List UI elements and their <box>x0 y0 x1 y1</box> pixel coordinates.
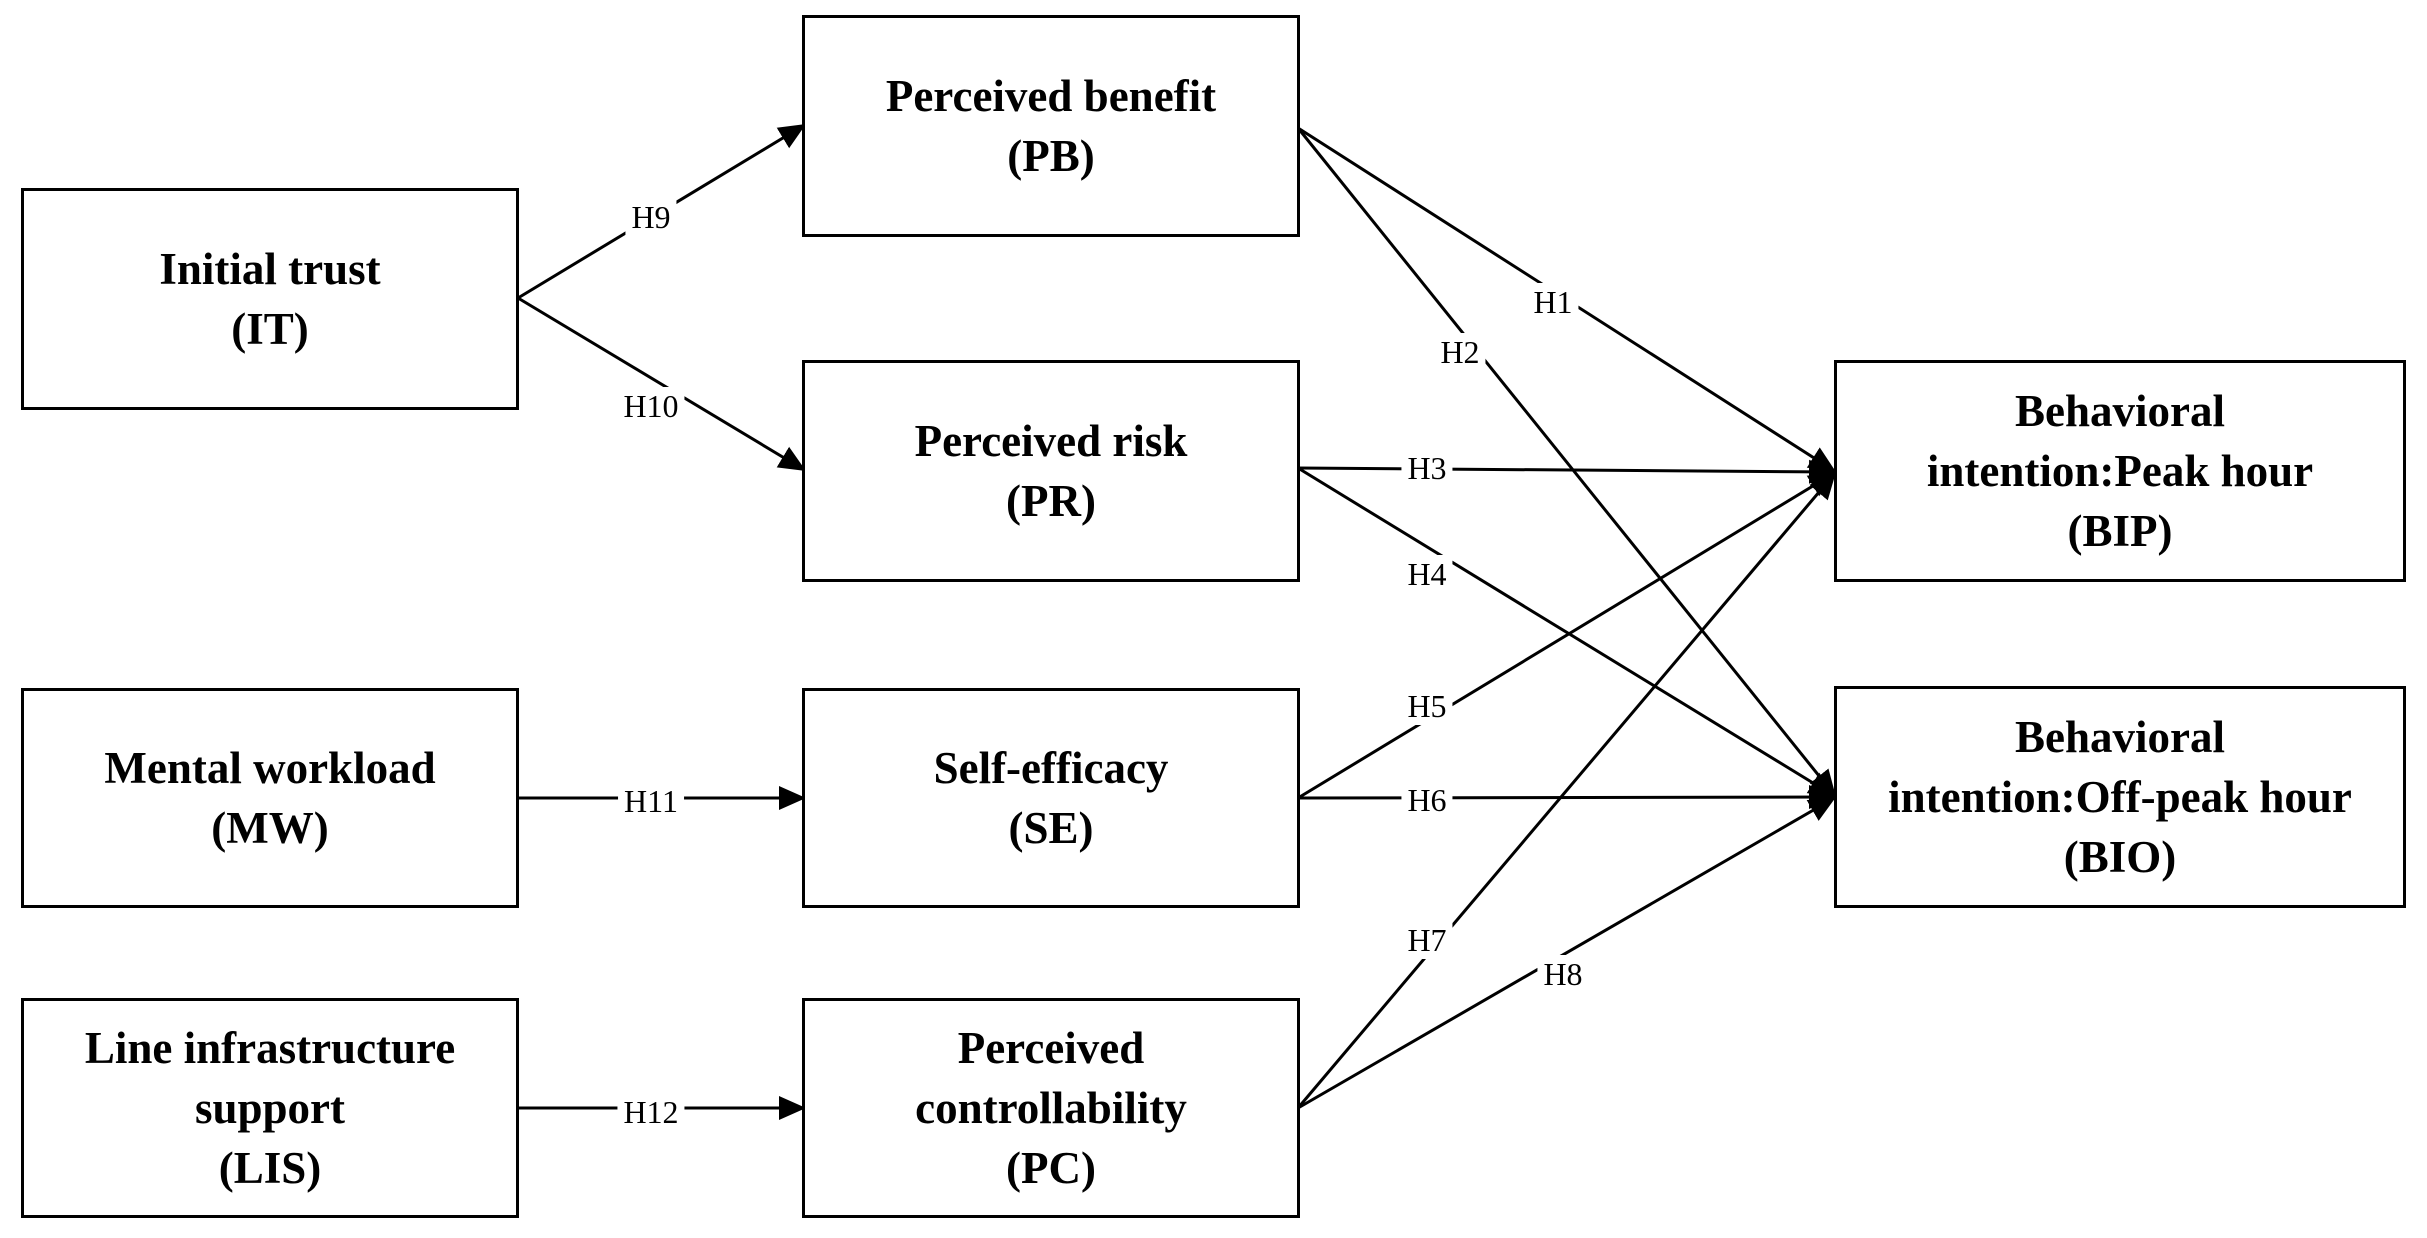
node-label: Self-efficacy <box>933 743 1169 793</box>
node-abbrev: (PR) <box>1006 476 1096 526</box>
hypothesis-label-h6: H6 <box>1401 781 1453 819</box>
path-h5 <box>1297 470 1837 800</box>
hypothesis-label-h8: H8 <box>1537 955 1589 993</box>
hypothesis-label-h5: H5 <box>1401 687 1453 725</box>
node-abbrev: (PB) <box>1007 131 1095 181</box>
hypothesis-label-h2: H2 <box>1434 333 1486 371</box>
node-mental-workload: Mental workload (MW) <box>21 688 519 908</box>
node-label: Initial trust <box>159 244 381 294</box>
node-abbrev: (LIS) <box>218 1143 322 1193</box>
node-label: intention:Peak hour <box>1926 446 2314 496</box>
path-h4 <box>1297 466 1837 799</box>
node-abbrev: (BIP) <box>2067 506 2173 556</box>
hypothesis-label-h7: H7 <box>1401 921 1453 959</box>
node-perceived-controllability: Perceived controllability (PC) <box>802 998 1300 1218</box>
node-line-infrastructure-support: Line infrastructure support (LIS) <box>21 998 519 1218</box>
node-label: Line infrastructure <box>84 1023 456 1073</box>
path-h2 <box>1296 127 1838 798</box>
node-label: controllability <box>915 1083 1187 1133</box>
node-abbrev: (BIO) <box>2063 832 2177 882</box>
node-perceived-benefit: Perceived benefit (PB) <box>802 15 1300 237</box>
node-initial-trust: Initial trust (IT) <box>21 188 519 410</box>
hypothesis-label-h3: H3 <box>1401 449 1453 487</box>
hypothesis-label-h9: H9 <box>625 198 677 236</box>
hypothesis-label-h1: H1 <box>1527 283 1579 321</box>
node-label: Perceived risk <box>914 416 1188 466</box>
path-h3 <box>1297 459 1837 484</box>
node-label: Behavioral <box>2015 386 2225 436</box>
node-self-efficacy: Self-efficacy (SE) <box>802 688 1300 908</box>
hypothesis-label-h11: H11 <box>618 782 684 820</box>
node-label: support <box>194 1083 346 1133</box>
node-abbrev: (IT) <box>231 304 309 354</box>
node-label: intention:Off-peak hour <box>1888 772 2352 822</box>
node-label: Perceived <box>957 1023 1145 1073</box>
node-label: Perceived benefit <box>885 71 1217 121</box>
hypothesis-label-h10: H10 <box>617 387 685 425</box>
node-behavioral-intention-off-peak: Behavioral intention:Off-peak hour (BIO) <box>1834 686 2406 908</box>
path-h10 <box>517 296 807 473</box>
node-abbrev: (PC) <box>1006 1143 1096 1193</box>
node-abbrev: (MW) <box>211 803 329 853</box>
node-perceived-risk: Perceived risk (PR) <box>802 360 1300 582</box>
node-behavioral-intention-peak: Behavioral intention:Peak hour (BIP) <box>1834 360 2406 582</box>
hypothesis-label-h12: H12 <box>617 1093 685 1131</box>
node-abbrev: (SE) <box>1008 803 1094 853</box>
hypothesis-label-h4: H4 <box>1401 555 1453 593</box>
node-label: Mental workload <box>104 743 436 793</box>
node-label: Behavioral <box>2015 712 2225 762</box>
path-h7 <box>1296 471 1838 1109</box>
path-h6 <box>1297 785 1837 810</box>
path-h8 <box>1297 795 1837 1110</box>
